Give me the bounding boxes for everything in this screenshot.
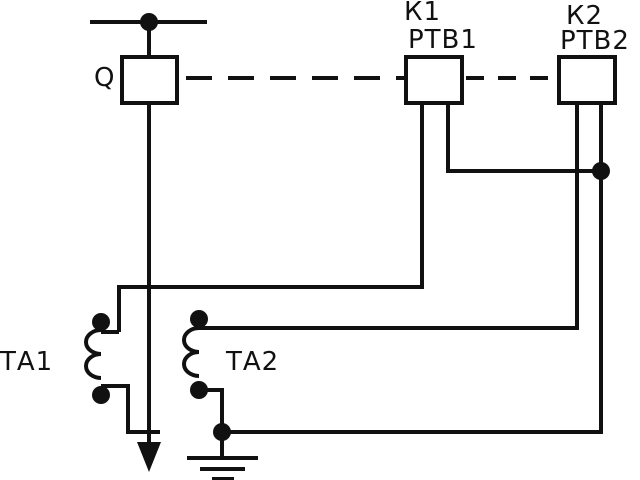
load-arrow — [137, 442, 161, 472]
ta1-label: ТА1 — [0, 347, 53, 377]
relay-k2 — [557, 55, 617, 105]
current-transformer-ta1 — [84, 313, 160, 434]
ground-icon — [187, 423, 258, 480]
current-transformer-ta2 — [182, 310, 224, 432]
wire-k1-to-ta1 — [117, 103, 424, 332]
ta2-label: ТА2 — [225, 347, 279, 377]
breaker-q — [120, 55, 179, 105]
relay-k2-type: РТВ2 — [560, 26, 630, 56]
wire-k2-to-ta2 — [199, 103, 579, 330]
breaker-label: Q — [94, 63, 115, 93]
relay-k1-type: РТВ1 — [408, 25, 478, 55]
relay-k2-id: К2 — [566, 1, 603, 31]
relay-k1 — [404, 55, 464, 105]
wire-k1-to-junction — [446, 103, 601, 173]
relay-k1-id: К1 — [404, 0, 441, 27]
wire-k2-return — [222, 103, 603, 434]
